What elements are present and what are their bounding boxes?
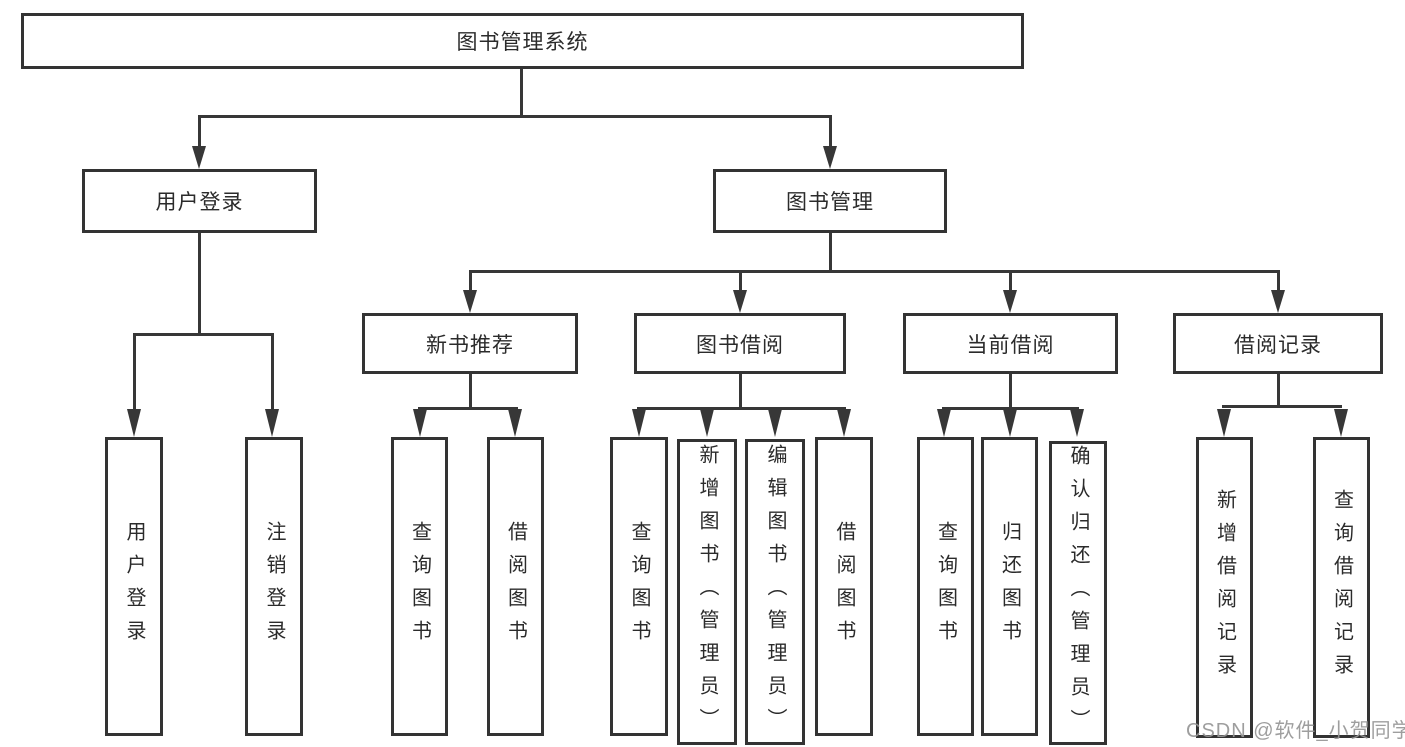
connector-current-borrow-stub [1009, 374, 1012, 410]
leaf-query-borrow-record: 查询借阅记录 [1313, 437, 1370, 738]
arrow-down-icon [1070, 409, 1084, 437]
arrow-down-icon [733, 290, 747, 313]
arrow-down-icon [937, 409, 951, 437]
arrow-down-icon [837, 409, 851, 437]
leaf-query-books-recommend: 查询图书 [391, 437, 448, 736]
connector-branch-level2 [198, 115, 832, 118]
arrow-down-icon [1271, 290, 1285, 313]
arrow-down-icon [823, 146, 837, 169]
connector-to-leaf-logout [271, 334, 274, 412]
node-root-label: 图书管理系统 [456, 31, 589, 54]
node-user-login-label: 用户登录 [155, 191, 244, 214]
arrow-down-icon [508, 409, 522, 437]
leaf-user-login: 用户登录 [105, 437, 163, 736]
connector-to-user-login [198, 116, 201, 149]
leaf-edit-book-admin: 编辑图书（管理员） [745, 439, 805, 745]
node-current-borrow: 当前借阅 [903, 313, 1118, 374]
connector-branch-new-book [418, 407, 518, 410]
arrow-down-icon [700, 409, 714, 437]
arrow-down-icon [1003, 409, 1017, 437]
node-root: 图书管理系统 [21, 13, 1024, 69]
node-book-borrow: 图书借阅 [634, 313, 846, 374]
connector-branch-borrow-records [1222, 405, 1342, 408]
connector-borrow-records-stub [1277, 374, 1280, 407]
connector-branch-book-borrow [637, 407, 846, 410]
node-book-borrow-label: 图书借阅 [696, 333, 784, 357]
leaf-query-books-current: 查询图书 [917, 437, 974, 736]
connector-to-leaf-user-login [133, 334, 136, 412]
connector-branch-user-login [133, 333, 274, 336]
connector-to-new-book [469, 271, 472, 292]
connector-book-borrow-stub [739, 374, 742, 410]
arrow-down-icon [463, 290, 477, 313]
node-borrow-records: 借阅记录 [1173, 313, 1383, 374]
connector-user-login-stub [198, 233, 201, 336]
connector-root-stub [520, 69, 523, 118]
leaf-borrow-books: 借阅图书 [815, 437, 873, 736]
arrow-down-icon [1003, 290, 1017, 313]
leaf-query-books-borrow: 查询图书 [610, 437, 668, 736]
leaf-confirm-return-admin: 确认归还（管理员） [1049, 441, 1107, 745]
arrow-down-icon [1334, 409, 1348, 437]
node-user-login: 用户登录 [82, 169, 317, 233]
connector-to-book-borrow [739, 271, 742, 292]
arrow-down-icon [192, 146, 206, 169]
arrow-down-icon [768, 409, 782, 437]
node-new-book-recommend: 新书推荐 [362, 313, 578, 374]
connector-to-borrow-records [1277, 271, 1280, 292]
node-borrow-records-label: 借阅记录 [1234, 333, 1322, 357]
leaf-add-book-admin: 新增图书（管理员） [677, 439, 737, 745]
node-book-management-label: 图书管理 [786, 191, 874, 214]
arrow-down-icon [632, 409, 646, 437]
csdn-watermark: CSDN @软件_小贺同学 [1186, 720, 1405, 742]
connector-branch-current-borrow [942, 407, 1079, 410]
node-current-borrow-label: 当前借阅 [966, 333, 1055, 357]
leaf-borrow-books-recommend: 借阅图书 [487, 437, 544, 736]
leaf-add-borrow-record: 新增借阅记录 [1196, 437, 1253, 738]
connector-to-current-borrow [1009, 271, 1012, 292]
leaf-logout: 注销登录 [245, 437, 303, 736]
node-book-management: 图书管理 [713, 169, 947, 233]
connector-branch-level3 [469, 270, 1280, 273]
arrow-down-icon [413, 409, 427, 437]
arrow-down-icon [1217, 409, 1231, 437]
arrow-down-icon [265, 409, 279, 437]
leaf-return-book: 归还图书 [981, 437, 1038, 736]
connector-book-management-stub [829, 233, 832, 273]
connector-to-book-management [829, 116, 832, 149]
node-new-book-recommend-label: 新书推荐 [426, 333, 514, 357]
arrow-down-icon [127, 409, 141, 437]
connector-new-book-stub [469, 374, 472, 410]
